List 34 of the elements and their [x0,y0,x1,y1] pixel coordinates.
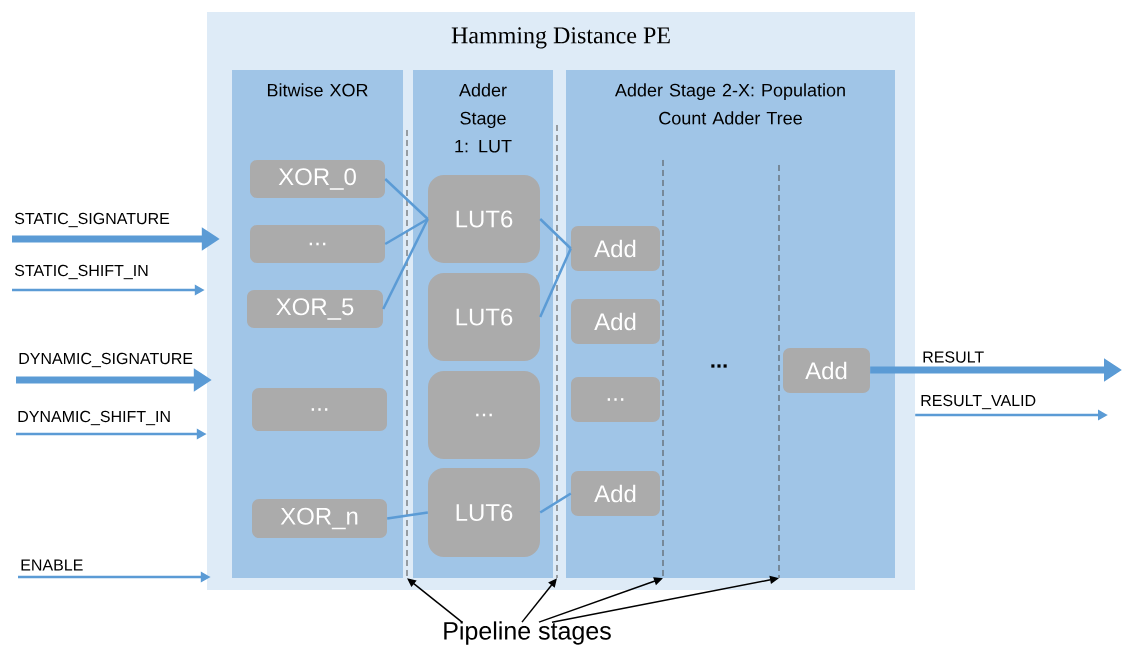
adder-box: ... [571,377,660,422]
lut-box: ... [428,371,540,459]
lut-box: LUT6 [428,175,540,263]
lut-box: LUT6 [428,273,540,361]
connector-line [382,218,429,310]
dashed-line [778,164,780,579]
adder-box: Add [571,471,660,516]
adder-box: Add [571,226,660,271]
xor-box: XOR_0 [250,160,385,198]
ellipsis-text: ... [711,364,727,368]
connector-line [539,218,572,250]
connector-line [384,217,429,246]
connector-line [539,492,572,514]
signal-label: DYNAMIC_SIGNATURE [19,352,193,368]
leader-line [407,578,463,623]
connector-line [387,511,428,520]
lut-box: LUT6 [428,468,540,557]
adder-box: Add [783,348,870,393]
signal-label: ENABLE [21,559,83,571]
xor-box: ... [252,388,387,431]
caption-text: Pipeline stages [444,621,611,645]
signal-label: STATIC_SHIFT_IN [14,264,148,280]
xor-box: XOR_n [252,499,387,538]
signal-label: STATIC_SIGNATURE [14,212,170,228]
signal-label: RESULT [923,351,984,363]
leader-line [521,578,557,623]
xor-box: XOR_5 [247,290,383,328]
xor-box: ... [250,225,385,263]
signal-label: DYNAMIC_SHIFT_IN [18,410,170,426]
connector-line [384,178,429,220]
signal-label: RESULT_VALID [921,394,1036,410]
connector-line [539,247,572,318]
adder-box: Add [571,299,660,344]
dashed-line [556,124,558,579]
